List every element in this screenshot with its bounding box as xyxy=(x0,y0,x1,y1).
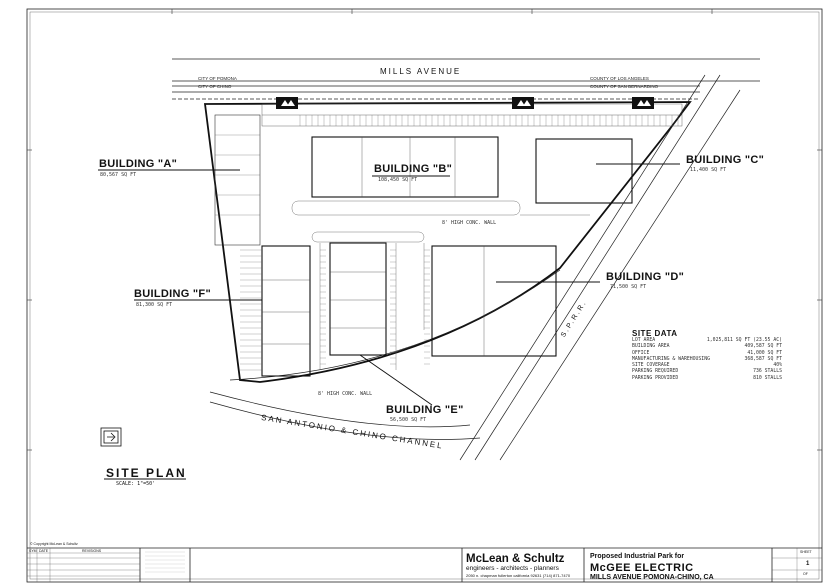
building-f-label: BUILDING "F" xyxy=(134,288,211,300)
project-location: MILLS AVENUE POMONA-CHINO, CA xyxy=(590,574,714,581)
building-e-label: BUILDING "E" xyxy=(386,404,464,416)
wall-note-1: 8' HIGH CONC. WALL xyxy=(442,220,497,226)
building-b-area: 108,450 SQ FT xyxy=(378,177,418,183)
building-e-area: 56,500 SQ FT xyxy=(390,417,427,423)
building-d-label: BUILDING "D" xyxy=(606,271,685,283)
tb-copyright: © Copyright McLean & Schultz xyxy=(30,542,78,546)
boundary-county-sb: COUNTY OF SAN BERNARDINO xyxy=(590,84,659,89)
tb-sym: SYM xyxy=(29,549,37,553)
building-c-label: BUILDING "C" xyxy=(686,154,765,166)
street-mills-avenue: MILLS AVENUE xyxy=(380,67,462,76)
building-a-label: BUILDING "A" xyxy=(99,158,178,170)
tb-sheet-number: 1 xyxy=(806,561,810,567)
tb-sheet-label: SHEET xyxy=(800,550,812,554)
building-f-area: 81,300 SQ FT xyxy=(136,302,173,308)
boundary-county-la: COUNTY OF LOS ANGELES xyxy=(590,76,649,81)
project-line-1: Proposed Industrial Park for xyxy=(590,553,685,560)
wall-note-2: 8' HIGH CONC. WALL xyxy=(318,391,373,397)
building-d-area: 71,500 SQ FT xyxy=(610,284,647,290)
firm-address: 2050 n. chapman fullerton california 926… xyxy=(466,573,571,578)
north-arrow-icon xyxy=(100,427,122,447)
tb-date: DATE xyxy=(39,549,49,553)
tb-sheet-of: OF xyxy=(803,572,808,576)
site-plan-scale: SCALE: 1"=50' xyxy=(116,481,156,487)
site-plan-title: SITE PLAN xyxy=(106,466,187,480)
building-b-label: BUILDING "B" xyxy=(374,163,453,175)
project-client: McGEE ELECTRIC xyxy=(590,562,694,574)
building-c-area: 11,400 SQ FT xyxy=(690,167,727,173)
building-a-area: 80,567 SQ FT xyxy=(100,172,137,178)
site-data-title: SITE DATA xyxy=(632,329,678,338)
firm-subtitle: engineers - architects - planners xyxy=(466,565,559,572)
boundary-city-pomona: CITY OF POMONA xyxy=(198,76,237,81)
tb-revisions: REVISIONS xyxy=(82,549,102,553)
firm-name: McLean & Schultz xyxy=(466,553,565,565)
boundary-city-chino: CITY OF CHINO xyxy=(198,84,232,89)
